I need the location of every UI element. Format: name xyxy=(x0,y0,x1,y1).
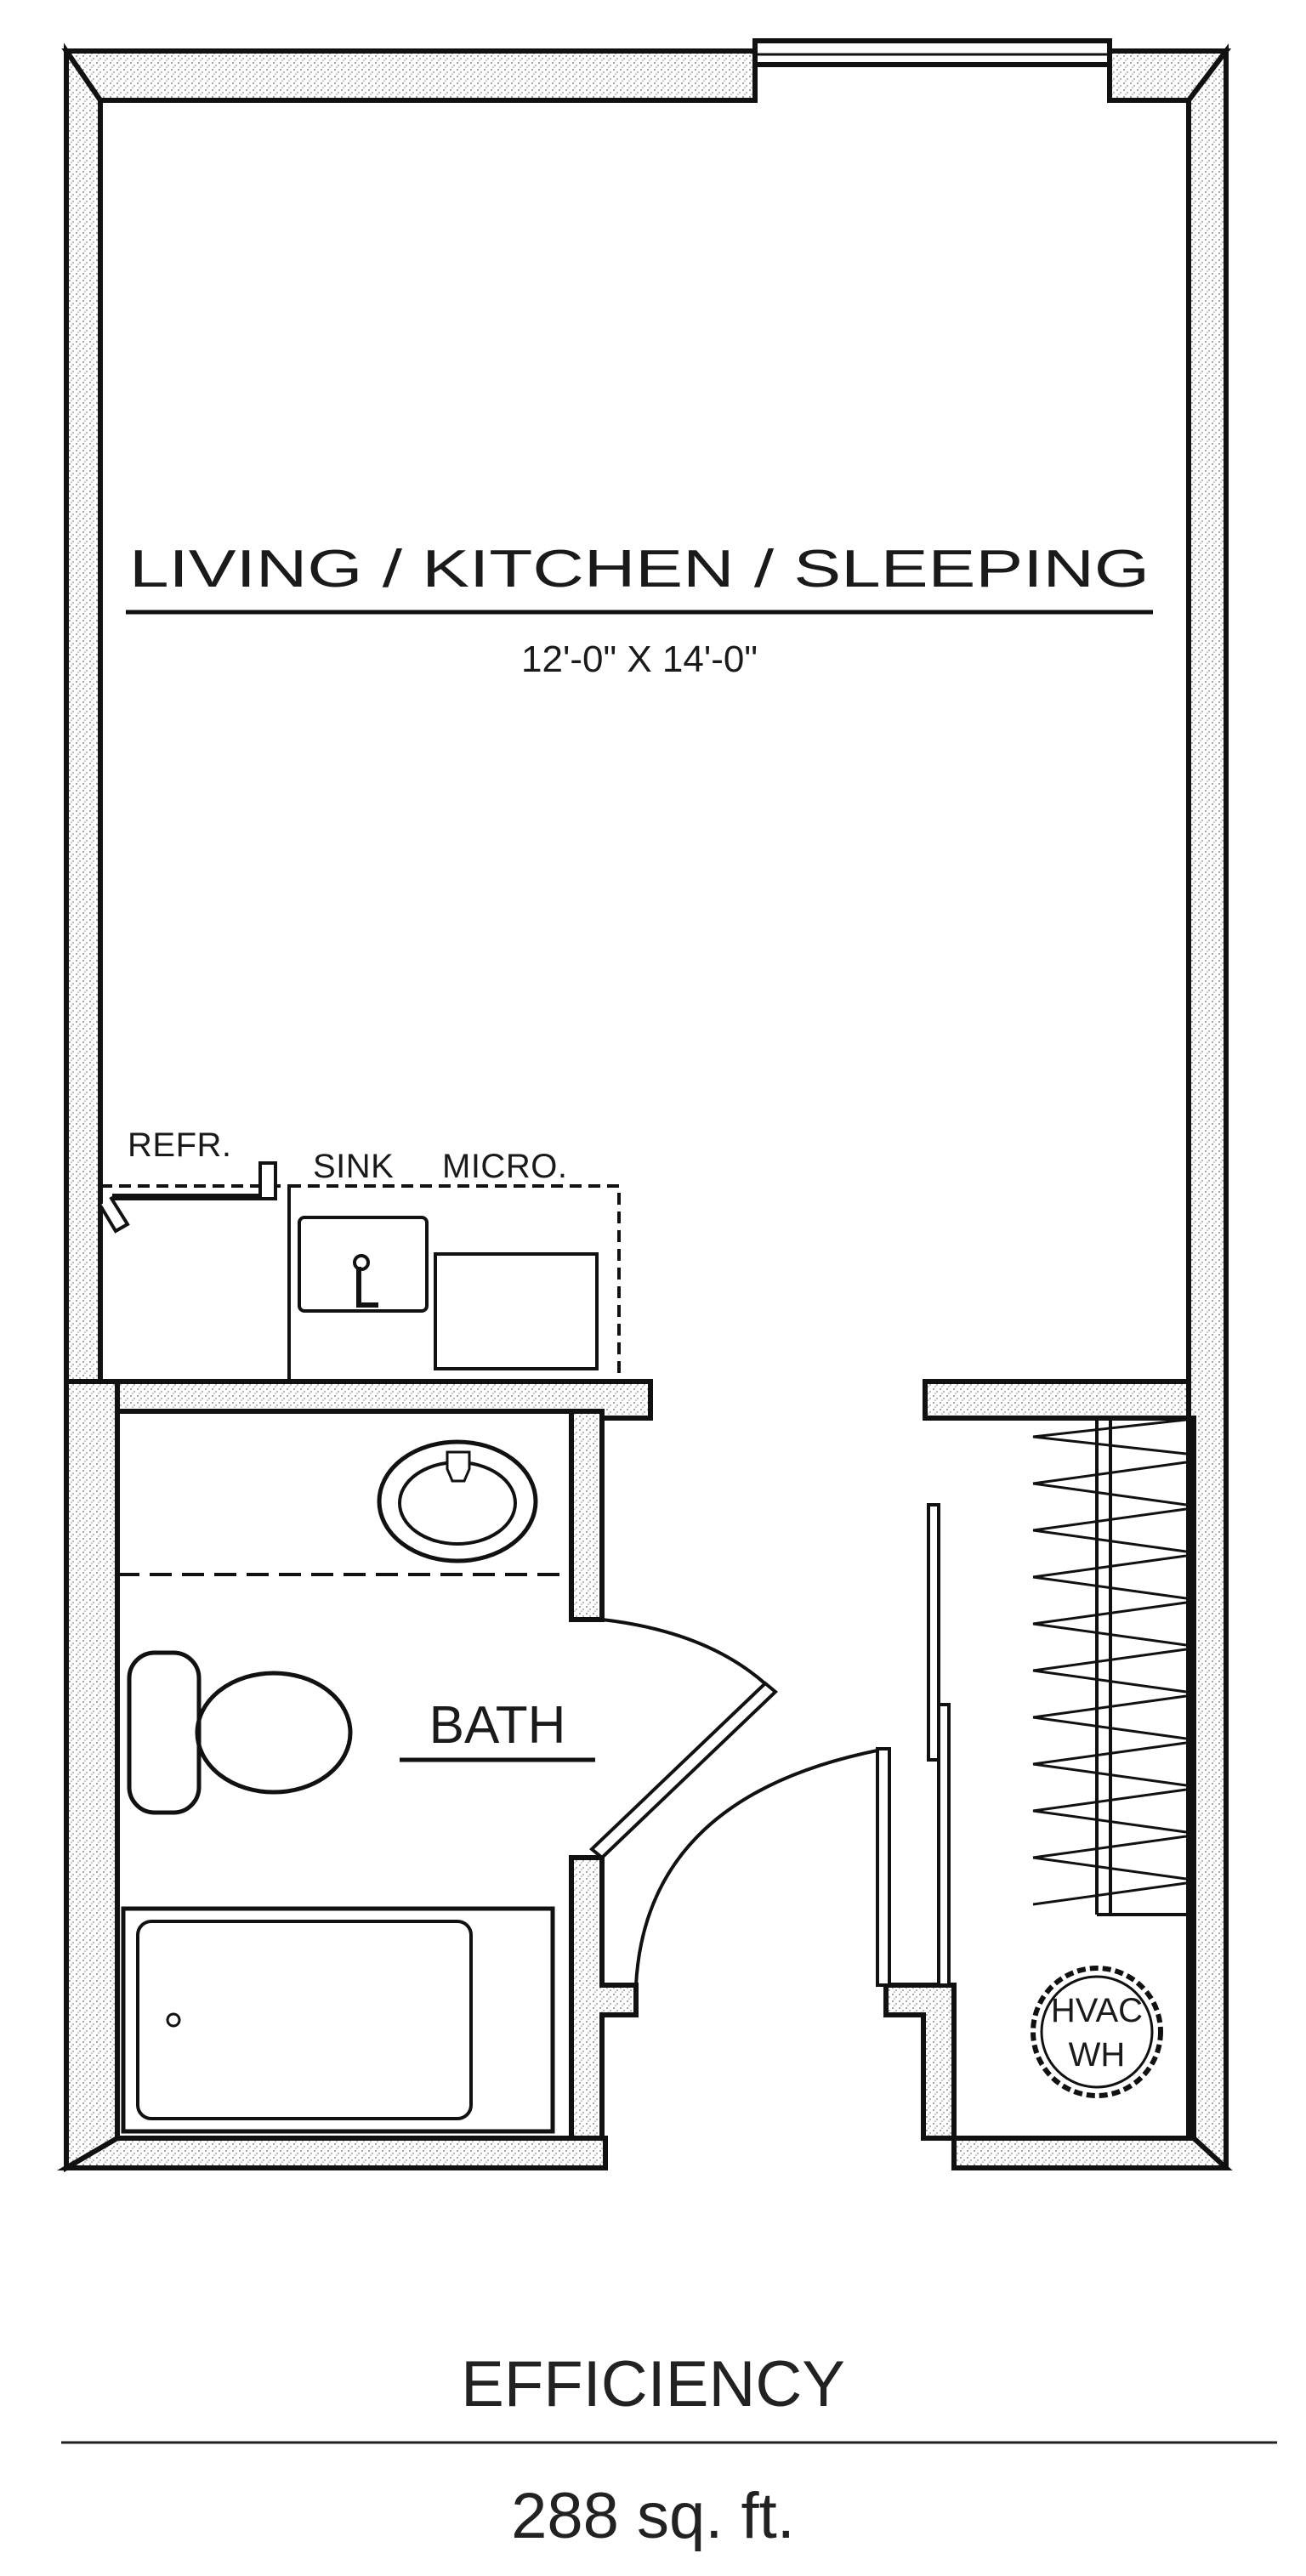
bath-faucet-icon xyxy=(446,1450,471,1483)
kitchen-counter xyxy=(99,1161,621,1383)
sink-faucet-icon xyxy=(356,1267,378,1308)
bathroom-fixtures xyxy=(117,1439,571,2134)
wall-bath-right-lower xyxy=(569,1855,639,2141)
wall-mid-right xyxy=(923,1379,1191,1421)
toilet-tank xyxy=(127,1650,202,1815)
sink-drain-icon xyxy=(353,1254,370,1271)
kitchen-sink-basin xyxy=(298,1216,429,1313)
wall-top-left xyxy=(61,48,758,103)
closet-door-1 xyxy=(927,1503,940,1762)
hvac-label-line2: WH xyxy=(1069,2036,1126,2074)
unit-type: EFFICIENCY xyxy=(461,2348,845,2420)
wall-left-upper xyxy=(64,43,103,1384)
hvac-label-line1: HVAC xyxy=(1051,1992,1143,2029)
room-dimensions: 12'-0" X 14'-0" xyxy=(521,638,758,680)
fridge-hinge xyxy=(99,1195,130,1234)
unit-area: 288 sq. ft. xyxy=(511,2480,795,2552)
caption: EFFICIENCY 288 sq. ft. xyxy=(61,2348,1277,2552)
toilet-bowl xyxy=(195,1671,353,1795)
walls xyxy=(56,43,1233,2173)
bathtub-inner xyxy=(136,1920,473,2120)
wall-bottom-left xyxy=(56,2136,608,2170)
window-frame xyxy=(752,38,1112,67)
bath-label: BATH xyxy=(429,1696,566,1755)
bath-door-leaf-upper xyxy=(588,1681,779,1860)
fridge-handle xyxy=(258,1161,277,1200)
sink-label: SINK xyxy=(313,1148,394,1185)
wall-closet-right xyxy=(1186,1416,1196,2141)
tub-drain-icon xyxy=(166,2012,181,2028)
closet-hangers xyxy=(1032,1418,1187,1906)
microwave-label: MICRO. xyxy=(442,1148,567,1185)
closet xyxy=(1031,1418,1194,2098)
wall-mid-left xyxy=(100,1379,653,1421)
window xyxy=(752,38,1112,67)
bath-door-swing-upper xyxy=(601,1618,775,1694)
doors xyxy=(588,1503,951,1987)
labels: LIVING / KITCHEN / SLEEPING 12'-0" X 14'… xyxy=(126,540,1153,2074)
hvac-unit-inner xyxy=(1040,1975,1154,2089)
fridge-label: REFR. xyxy=(128,1126,232,1164)
bath-door-swing-lower xyxy=(634,1747,887,1986)
wall-bottom-right xyxy=(951,2136,1233,2170)
wall-left-lower xyxy=(64,1379,120,2173)
counter-box xyxy=(287,1184,621,1383)
hvac-unit-circle xyxy=(1031,1966,1163,2098)
bathtub-outer xyxy=(121,1906,555,2134)
refrigerator-box xyxy=(99,1184,291,1383)
room-title-main: LIVING / KITCHEN / SLEEPING xyxy=(129,540,1150,599)
wall-bath-right-upper xyxy=(569,1409,605,1622)
closet-door-2 xyxy=(937,1703,951,1987)
entry-door-leaf xyxy=(876,1747,891,1987)
microwave-box xyxy=(434,1252,599,1370)
wall-closet-left-lower xyxy=(883,1983,957,2141)
bath-sink-outer xyxy=(377,1439,538,1563)
